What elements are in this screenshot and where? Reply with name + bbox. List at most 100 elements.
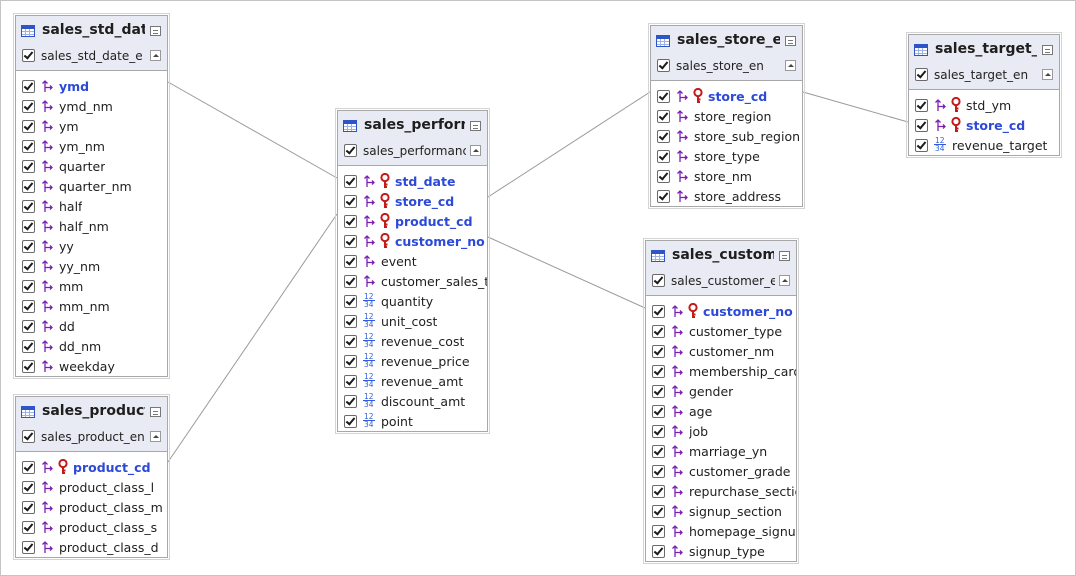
column-checkbox[interactable]: [344, 334, 357, 348]
column-row[interactable]: dd_nm: [16, 336, 167, 356]
table-menu-icon[interactable]: [779, 251, 790, 261]
column-checkbox[interactable]: [22, 199, 35, 213]
column-checkbox[interactable]: [344, 174, 357, 188]
column-checkbox[interactable]: [22, 500, 35, 514]
collapse-up-icon[interactable]: [779, 275, 790, 286]
table-menu-icon[interactable]: [1042, 45, 1053, 55]
column-row[interactable]: product_class_d: [16, 537, 167, 557]
column-row[interactable]: store_cd: [909, 115, 1059, 135]
column-checkbox[interactable]: [657, 169, 670, 183]
column-checkbox[interactable]: [344, 414, 357, 428]
column-row[interactable]: membership_card: [646, 361, 796, 381]
column-checkbox[interactable]: [344, 294, 357, 308]
column-row[interactable]: product_class_l: [16, 477, 167, 497]
column-row[interactable]: customer_no: [338, 231, 487, 251]
column-checkbox[interactable]: [652, 464, 665, 478]
column-row[interactable]: signup_type: [646, 541, 796, 561]
column-row[interactable]: store_cd: [338, 191, 487, 211]
column-checkbox[interactable]: [657, 109, 670, 123]
column-checkbox[interactable]: [22, 119, 35, 133]
collapse-up-icon[interactable]: [470, 145, 481, 156]
column-checkbox[interactable]: [657, 149, 670, 163]
column-row[interactable]: store_type: [651, 146, 802, 166]
column-row[interactable]: quarter_nm: [16, 176, 167, 196]
select-all-checkbox[interactable]: [657, 59, 670, 72]
column-row[interactable]: half: [16, 196, 167, 216]
column-checkbox[interactable]: [22, 99, 35, 113]
column-checkbox[interactable]: [22, 279, 35, 293]
column-row[interactable]: repurchase_sectio: [646, 481, 796, 501]
column-checkbox[interactable]: [22, 319, 35, 333]
column-checkbox[interactable]: [652, 324, 665, 338]
column-checkbox[interactable]: [22, 359, 35, 373]
column-checkbox[interactable]: [657, 129, 670, 143]
select-all-checkbox[interactable]: [915, 68, 928, 81]
column-row[interactable]: yy: [16, 236, 167, 256]
column-row[interactable]: customer_type: [646, 321, 796, 341]
column-row[interactable]: customer_nm: [646, 341, 796, 361]
column-row[interactable]: half_nm: [16, 216, 167, 236]
collapse-up-icon[interactable]: [150, 431, 161, 442]
column-row[interactable]: homepage_signup: [646, 521, 796, 541]
column-row[interactable]: product_class_m: [16, 497, 167, 517]
column-checkbox[interactable]: [22, 520, 35, 534]
column-row[interactable]: signup_section: [646, 501, 796, 521]
column-row[interactable]: weekday: [16, 356, 167, 376]
column-checkbox[interactable]: [652, 404, 665, 418]
column-checkbox[interactable]: [915, 98, 928, 112]
column-row[interactable]: customer_sales_ti: [338, 271, 487, 291]
column-row[interactable]: store_region: [651, 106, 802, 126]
column-checkbox[interactable]: [344, 254, 357, 268]
column-row[interactable]: quarter: [16, 156, 167, 176]
select-all-checkbox[interactable]: [344, 144, 357, 157]
column-row[interactable]: ymd: [16, 76, 167, 96]
column-row[interactable]: ym: [16, 116, 167, 136]
column-row[interactable]: event: [338, 251, 487, 271]
column-checkbox[interactable]: [22, 480, 35, 494]
column-checkbox[interactable]: [22, 79, 35, 93]
column-checkbox[interactable]: [22, 540, 35, 554]
select-all-checkbox[interactable]: [22, 430, 35, 443]
column-row[interactable]: mm: [16, 276, 167, 296]
column-checkbox[interactable]: [652, 384, 665, 398]
column-checkbox[interactable]: [344, 194, 357, 208]
column-checkbox[interactable]: [344, 374, 357, 388]
table-menu-icon[interactable]: [150, 407, 161, 417]
column-row[interactable]: store_cd: [651, 86, 802, 106]
select-all-checkbox[interactable]: [652, 274, 665, 287]
column-row[interactable]: product_class_s: [16, 517, 167, 537]
column-checkbox[interactable]: [344, 314, 357, 328]
column-row[interactable]: job: [646, 421, 796, 441]
column-checkbox[interactable]: [22, 339, 35, 353]
column-checkbox[interactable]: [22, 239, 35, 253]
column-checkbox[interactable]: [22, 299, 35, 313]
column-row[interactable]: store_address: [651, 186, 802, 206]
select-all-checkbox[interactable]: [22, 49, 35, 62]
column-row[interactable]: store_sub_region: [651, 126, 802, 146]
column-row[interactable]: mm_nm: [16, 296, 167, 316]
table-menu-icon[interactable]: [785, 36, 796, 46]
column-row[interactable]: product_cd: [16, 457, 167, 477]
column-checkbox[interactable]: [652, 364, 665, 378]
column-checkbox[interactable]: [344, 394, 357, 408]
column-row[interactable]: ymd_nm: [16, 96, 167, 116]
column-checkbox[interactable]: [344, 354, 357, 368]
column-checkbox[interactable]: [652, 544, 665, 558]
column-checkbox[interactable]: [657, 89, 670, 103]
column-checkbox[interactable]: [22, 139, 35, 153]
column-checkbox[interactable]: [22, 159, 35, 173]
column-checkbox[interactable]: [652, 344, 665, 358]
column-row[interactable]: yy_nm: [16, 256, 167, 276]
table-menu-icon[interactable]: [470, 121, 481, 131]
